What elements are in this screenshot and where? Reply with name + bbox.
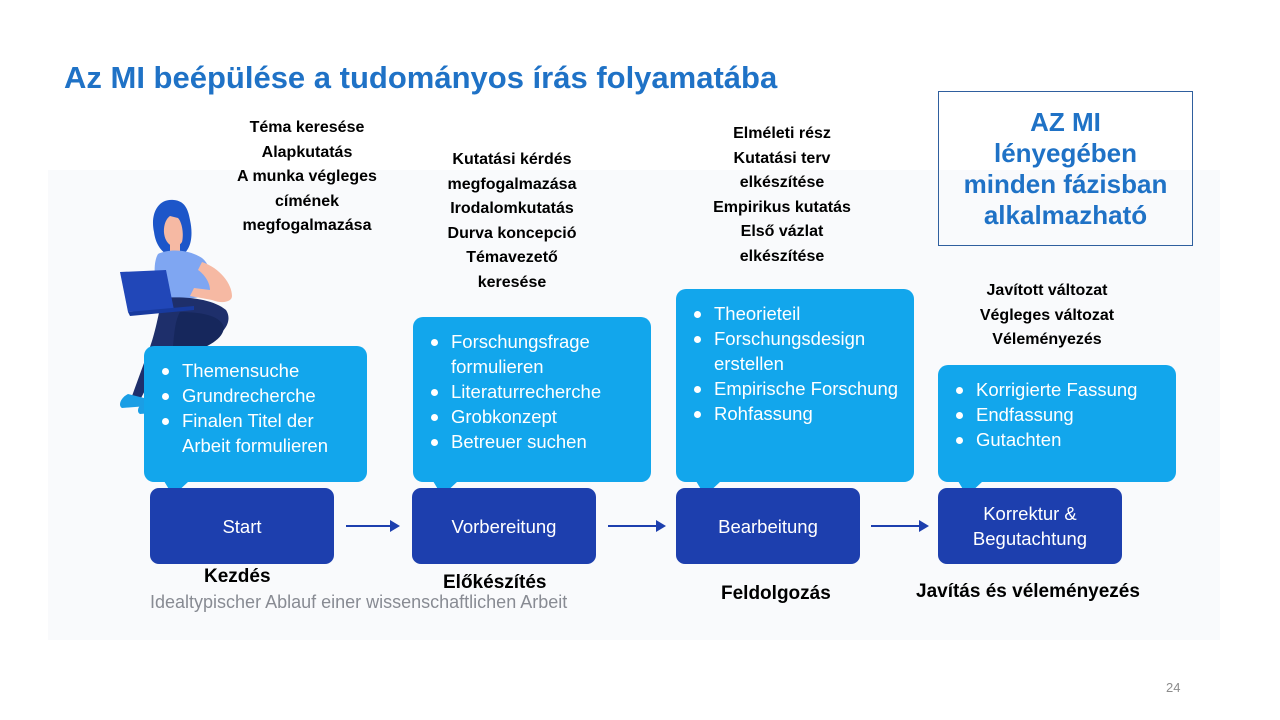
stage-hu-label: Előkészítés: [443, 572, 547, 593]
hu-task: Első vázlat: [740, 223, 824, 240]
bubble-item: Grundrecherche: [158, 383, 357, 408]
hu-task: címének: [274, 192, 340, 210]
hu-task: Téma keresése: [249, 119, 365, 136]
stage-hu-label: Feldolgozás: [721, 583, 831, 604]
bubble-item: Finalen Titel der Arbeit formulieren: [158, 408, 357, 458]
hu-task: Irodalomkutatás: [450, 200, 574, 217]
bubble-item: Forschungsfrage formulieren: [427, 329, 641, 379]
hu-task: elkészítése: [739, 174, 825, 191]
hu-task: Empirikus kutatás: [713, 198, 851, 216]
hu-task: Véleményezés: [992, 331, 1102, 348]
diagram-caption: Idealtypischer Ablauf einer wissenschaft…: [150, 592, 568, 612]
phase-1-bubble: Themensuche Grundrecherche Finalen Titel…: [144, 346, 367, 496]
hu-task: Témavezető: [466, 249, 558, 266]
bubble-item: Betreuer suchen: [427, 429, 641, 454]
ai-callout-line: lényegében: [993, 137, 1138, 168]
ai-callout-line: AZ MI: [1030, 106, 1101, 137]
stage-hu-label: Kezdés: [204, 566, 271, 587]
stage-korrektur: Korrektur & Begutachtung: [938, 488, 1122, 564]
bubble-item: Grobkonzept: [427, 404, 641, 429]
slide-title: Az MI beépülése a tudományos írás folyam…: [64, 60, 778, 95]
hu-task: megfogalmazása: [242, 217, 372, 234]
ai-callout-line: alkalmazható: [983, 199, 1148, 230]
hu-task: Durva koncepció: [447, 224, 577, 242]
bubble-item: Forschungsdesign erstellen: [690, 326, 904, 376]
hu-task: elkészítése: [739, 247, 825, 265]
hu-task: Végleges változat: [979, 306, 1115, 324]
ai-callout-box: AZ MI lényegében minden fázisban alkalma…: [938, 91, 1193, 246]
hu-task: Kutatási kérdés: [452, 151, 572, 168]
page-number: 24: [1166, 680, 1181, 695]
bubble-item: Empirische Forschung: [690, 376, 904, 401]
phase-2-hu-tasks: Kutatási kérdés megfogalmazása Irodalomk…: [405, 148, 619, 295]
arrow-right-icon: [871, 520, 929, 532]
bubble-item: Rohfassung: [690, 401, 904, 426]
hu-task: megfogalmazása: [447, 175, 577, 193]
bubble-item: Theorieteil: [690, 301, 904, 326]
phase-1-hu-tasks: Téma keresése Alapkutatás A munka végleg…: [200, 116, 414, 239]
phase-3-bubble: Theorieteil Forschungsdesign erstellen E…: [676, 289, 914, 496]
stage-bearbeitung: Bearbeitung: [676, 488, 860, 564]
hu-task: Elméleti rész: [733, 125, 831, 142]
bubble-item: Gutachten: [952, 427, 1166, 452]
bubble-item: Endfassung: [952, 402, 1166, 427]
arrow-right-icon: [608, 520, 666, 532]
bubble-item: Themensuche: [158, 358, 357, 383]
stage-start: Start: [150, 488, 334, 564]
phase-3-hu-tasks: Elméleti rész Kutatási terv elkészítése …: [675, 122, 889, 269]
hu-task: A munka végleges: [237, 168, 377, 185]
stage-hu-label: Javítás és véleményezés: [916, 581, 1140, 602]
hu-task: Javított változat: [986, 282, 1108, 299]
hu-task: Kutatási terv: [733, 149, 831, 167]
hu-task: Alapkutatás: [261, 143, 353, 161]
ai-callout-line: minden fázisban: [963, 168, 1168, 199]
phase-4-bubble: Korrigierte Fassung Endfassung Gutachten: [938, 365, 1176, 496]
phase-4-hu-tasks: Javított változat Végleges változat Véle…: [940, 279, 1154, 353]
arrow-right-icon: [346, 520, 400, 532]
phase-2-bubble: Forschungsfrage formulieren Literaturrec…: [413, 317, 651, 496]
bubble-item: Korrigierte Fassung: [952, 377, 1166, 402]
stage-vorbereitung: Vorbereitung: [412, 488, 596, 564]
bubble-item: Literaturrecherche: [427, 379, 641, 404]
hu-task: keresése: [477, 273, 547, 291]
